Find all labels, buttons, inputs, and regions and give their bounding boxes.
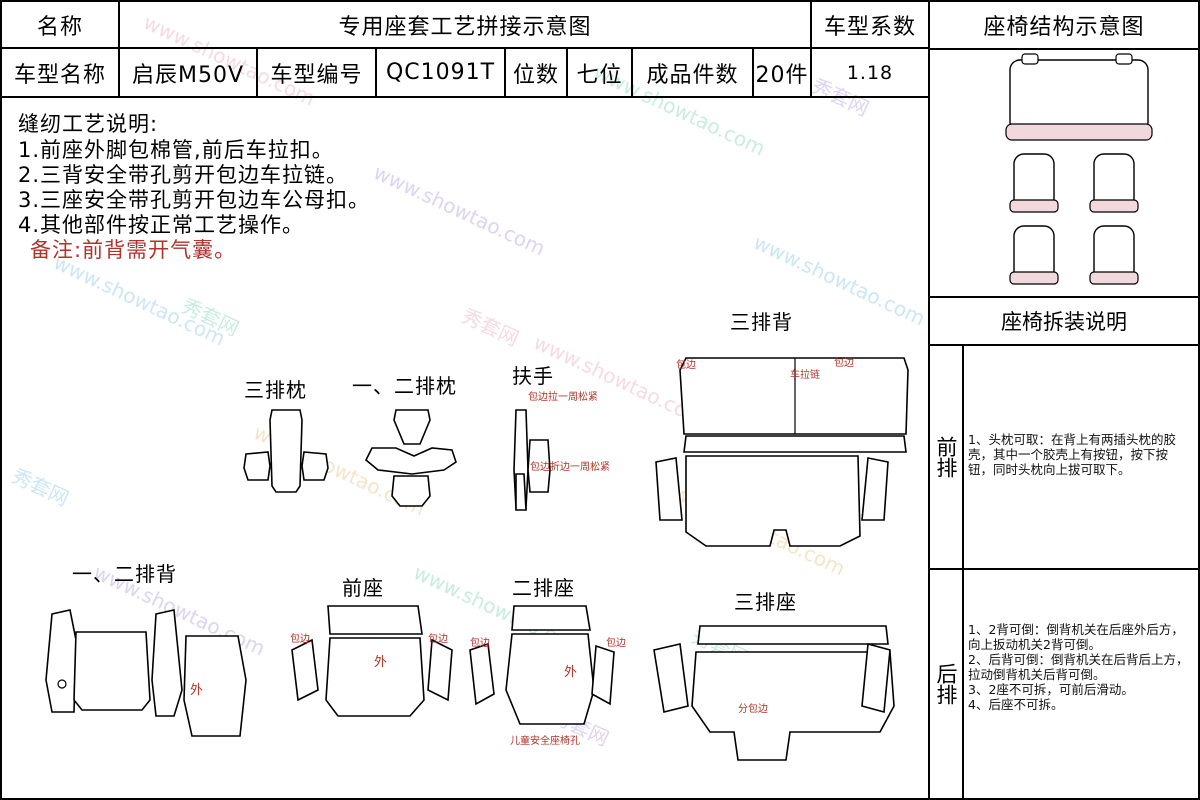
annotation-child-seat-hole: 儿童安全座椅孔: [510, 734, 580, 747]
note-item: 1.前座外脚包棉管,前后车拉扣。: [18, 138, 334, 162]
note-item: 2.三背安全带孔剪开包边车拉链。: [18, 163, 349, 187]
annotation-outer: 外: [564, 665, 577, 680]
annotation-edge: 包边: [606, 636, 626, 649]
front-seat-pattern: 包边 包边 外: [290, 605, 453, 717]
model-name-label: 车型名称: [13, 62, 106, 88]
rear-instruction-item: 3、2座不可拆，可前后滑动。: [968, 682, 1134, 697]
rear-row-instructions: 1、2背可倒：倒背机关在后座外后方，向上扳动机关2背可倒。 2、后背可倒：倒背机…: [968, 622, 1190, 712]
first-second-back-pattern: 外: [45, 609, 247, 737]
first-second-headrest-pattern: [365, 409, 457, 507]
second-seat-icon: [1009, 225, 1139, 285]
annotation-armrest-side: 包边折边一周松紧: [530, 460, 610, 473]
disassembly-title: 座椅拆装说明: [1001, 310, 1127, 334]
pieces-value: 20件: [755, 62, 809, 88]
seats-value: 七位: [576, 62, 623, 88]
rear-row-label: 后排: [930, 570, 962, 798]
page-title: 专用座套工艺拼接示意图: [338, 14, 592, 40]
front-seat-icon: [1009, 153, 1139, 213]
model-name-value: 启辰M50V: [131, 62, 245, 88]
annotation-edge: 包边: [470, 636, 490, 649]
structure-title: 座椅结构示意图: [983, 15, 1145, 40]
label-first-second-headrest: 一、二排枕: [352, 374, 457, 398]
rear-instruction-item: 2、后背可倒：倒背机关在后背后上方，拉动倒背机关后背可倒。: [968, 652, 1189, 682]
coefficient-value: 1.18: [846, 61, 894, 84]
label-third-seat: 三排座: [734, 590, 797, 614]
pattern-drawing: 包边拉一周松紧 包边折边一周松紧 包边 包边 车拉链 外: [45, 356, 909, 761]
rear-bench-icon: [1005, 53, 1153, 141]
second-seat-pattern: 包边 包边 外 儿童安全座椅孔: [469, 605, 626, 747]
label-third-back: 三排背: [730, 310, 793, 334]
annotation-split-edge: 分包边: [738, 702, 768, 715]
front-row-label-text: 前排: [934, 436, 958, 478]
pieces-label: 成品件数: [646, 62, 739, 88]
name-label: 名称: [36, 14, 83, 40]
third-seat-pattern: 分包边: [653, 625, 895, 761]
label-armrest: 扶手: [512, 364, 554, 388]
front-row-instructions: 1、头枕可取：在背上有两插头枕的胶壳，其中一个胶壳上有按钮，按下按钮，同时头枕向…: [968, 432, 1176, 477]
coefficient-label: 车型系数: [823, 14, 916, 40]
front-row-label: 前排: [930, 346, 962, 568]
annotation-edge: 包边: [290, 632, 310, 645]
annotation-zip: 车拉链: [790, 368, 820, 381]
third-back-pattern: 包边 包边 车拉链: [655, 356, 909, 547]
notes-title: 缝纫工艺说明:: [18, 112, 159, 136]
annotation-outer: 外: [374, 655, 387, 670]
note-item: 3.三座安全带孔剪开包边车公母扣。: [18, 188, 371, 212]
model-code-label: 车型编号: [270, 62, 363, 88]
label-first-second-back: 一、二排背: [72, 562, 177, 586]
model-code-value: QC1091T: [385, 60, 496, 85]
label-third-headrest: 三排枕: [244, 378, 307, 402]
annotation-edge: 包边: [834, 356, 854, 369]
sewing-notes: 缝纫工艺说明: 1.前座外脚包棉管,前后车拉扣。 2.三背安全带孔剪开包边车拉链…: [18, 112, 370, 263]
armrest-pattern: 包边拉一周松紧 包边折边一周松紧: [513, 390, 610, 511]
annotation-edge: 包边: [676, 358, 696, 371]
label-front-seat: 前座: [342, 576, 384, 600]
rear-instruction-item: 4、后座不可拆。: [968, 697, 1064, 712]
annotation-edge: 包边: [428, 632, 448, 645]
notes-remark: 备注:前背需开气囊。: [30, 238, 237, 262]
rear-instruction-item: 1、2背可倒：倒背机关在后座外后方，向上扳动机关2背可倒。: [968, 622, 1184, 652]
label-second-seat: 二排座: [512, 576, 575, 600]
seats-label: 位数: [512, 62, 559, 88]
rear-row-label-text: 后排: [934, 663, 958, 705]
annotation-outer: 外: [190, 683, 203, 698]
seat-structure-diagram: [1005, 53, 1153, 285]
annotation-armrest-top: 包边拉一周松紧: [528, 390, 598, 403]
third-headrest-pattern: [243, 409, 329, 493]
note-item: 4.其他部件按正常工艺操作。: [18, 213, 305, 237]
